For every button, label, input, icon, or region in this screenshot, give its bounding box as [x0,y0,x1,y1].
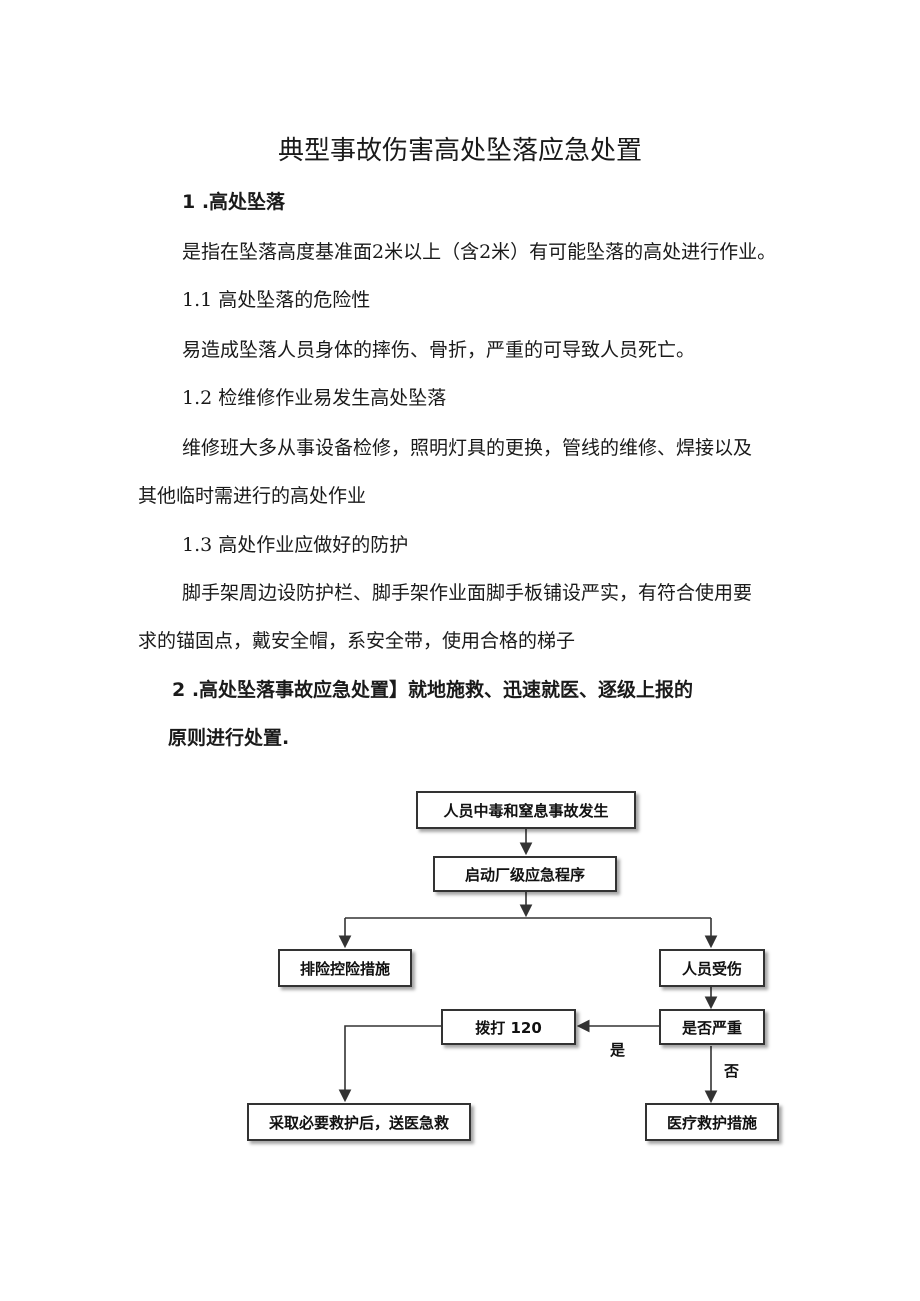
section-1-3-heading: 1.3 高处作业应做好的防护 [182,534,409,556]
section-1-2-text-line1: 维修班大多从事设备检修，照明灯具的更换，管线的维修、焊接以及 [182,437,753,459]
edge-label-yes: 是 [610,1041,626,1059]
section-1-heading: 1 .高处坠落 [182,191,286,213]
node-call-120: 拨打 120 [441,1009,576,1045]
edge-label-no: 否 [724,1062,740,1080]
section-1-2-text-line2: 其他临时需进行的高处作业 [138,485,367,507]
node-send-to-hospital: 采取必要救护后，送医急救 [247,1103,471,1141]
section-1-1-heading: 1.1 高处坠落的危险性 [182,289,371,311]
section-1-3-text-line1: 脚手架周边设防护栏、脚手架作业面脚手板铺设严实，有符合使用要 [182,582,753,604]
node-personnel-injured: 人员受伤 [659,949,765,987]
node-start-emergency-procedure: 启动厂级应急程序 [433,856,617,892]
node-hazard-control: 排险控险措施 [278,949,412,987]
node-accident-occurs: 人员中毒和窒息事故发生 [416,791,636,829]
document-title: 典型事故伤害高处坠落应急处置 [277,136,642,166]
section-1-text: 是指在坠落高度基准面2米以上（含2米）有可能坠落的高处进行作业。 [182,241,777,263]
node-is-severe: 是否严重 [659,1009,765,1045]
section-2-heading-line2: 原则进行处置. [168,727,290,749]
node-medical-treatment: 医疗救护措施 [645,1103,779,1141]
edge-call-to-hospital [338,1025,441,1103]
section-1-3-text-line2: 求的锚固点，戴安全帽，系安全带，使用合格的梯子 [138,630,576,652]
section-1-1-text: 易造成坠落人员身体的摔伤、骨折，严重的可导致人员死亡。 [182,339,696,361]
section-2-heading-line1: 2 .高处坠落事故应急处置】就地施救、迅速就医、逐级上报的 [172,679,694,701]
section-1-2-heading: 1.2 检维修作业易发生高处坠落 [182,387,447,409]
